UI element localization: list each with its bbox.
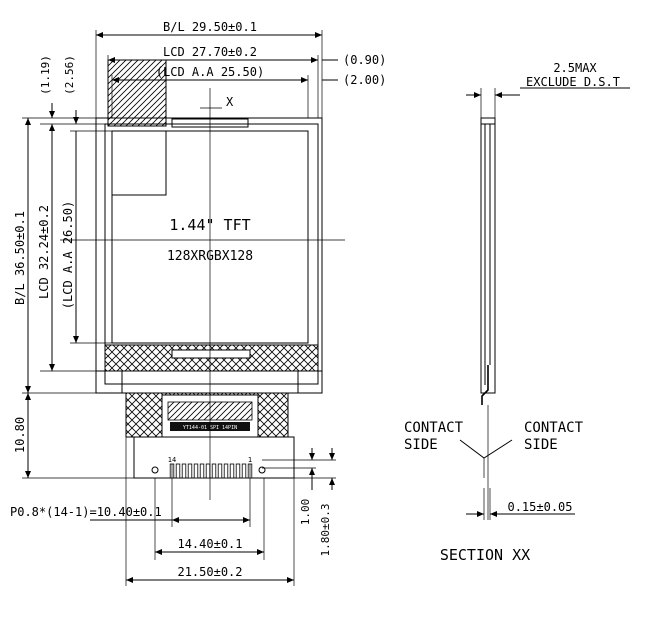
fpc-pin bbox=[211, 463, 217, 479]
tail-neck bbox=[121, 371, 299, 393]
contact-left-line2: SIDE bbox=[404, 437, 438, 453]
fpc-pin bbox=[181, 463, 187, 479]
top-dimensions: B/L 29.50±0.1 LCD 27.70±0.2 (0.90) (LCD … bbox=[95, 20, 386, 118]
dim-offset-090: (0.90) bbox=[343, 53, 386, 67]
dim-lcd-height: LCD 32.24±0.2 bbox=[37, 205, 51, 299]
pin-label-1: 1 bbox=[248, 456, 252, 464]
lcd-outline bbox=[104, 123, 319, 385]
display-resolution: 128XRGBX128 bbox=[167, 249, 253, 264]
alignment-hole-right bbox=[258, 466, 266, 474]
pad-dimensions: 1.00 1.80±0.3 bbox=[262, 448, 336, 556]
display-title: 1.44" TFT bbox=[169, 216, 250, 234]
fpc-pin bbox=[241, 463, 247, 479]
pin-label-14: 14 bbox=[168, 456, 176, 464]
corner-box bbox=[111, 130, 167, 196]
side-fpc-bend bbox=[481, 365, 489, 405]
dim-thickness: 2.5MAX bbox=[553, 61, 597, 75]
alignment-hole-left bbox=[151, 466, 159, 474]
contact-right-line1: CONTACT bbox=[524, 420, 584, 436]
dim-pad-1: 1.00 bbox=[299, 499, 312, 526]
dim-offset-256: (2.56) bbox=[63, 55, 76, 95]
fpc-pin bbox=[229, 463, 235, 479]
side-body-outer bbox=[480, 117, 496, 394]
front-view: YT144-01 SPI 14PIN 14 1 X 1.44" TFT 128X… bbox=[60, 59, 345, 500]
dim-thickness-note: EXCLUDE D.S.T bbox=[526, 75, 620, 89]
dim-offset-119: (1.19) bbox=[39, 55, 52, 95]
dim-pad-2: 1.80±0.3 bbox=[319, 504, 332, 557]
fpc-pins bbox=[169, 463, 253, 479]
left-dimensions: (1.19) (2.56) B/L 36.50±0.1 LCD 32.24±0.… bbox=[13, 55, 134, 479]
fpc-pin bbox=[187, 463, 193, 479]
dim-bl-width: B/L 29.50±0.1 bbox=[163, 20, 257, 34]
dim-lcd-aa-width: (LCD A.A 25.50) bbox=[156, 65, 264, 79]
dim-bl-height: B/L 36.50±0.1 bbox=[13, 211, 27, 305]
fpc-pin bbox=[175, 463, 181, 479]
section-caption: SECTION XX bbox=[440, 546, 530, 564]
fpc-pin bbox=[199, 463, 205, 479]
dim-width-1440: 14.40±0.1 bbox=[177, 537, 242, 551]
fpc-pin bbox=[193, 463, 199, 479]
bottom-ic-window bbox=[171, 349, 251, 359]
dim-lcd-aa-height: (LCD A.A 26.50) bbox=[61, 201, 75, 309]
polarizer-tab-hatch bbox=[107, 59, 167, 127]
bottom-dimensions: P0.8*(14-1)=10.40±0.1 14.40±0.1 21.50±0.… bbox=[10, 437, 295, 586]
contact-left-line1: CONTACT bbox=[404, 420, 464, 436]
bottom-step bbox=[95, 370, 323, 393]
section-marker-x: X bbox=[226, 95, 234, 109]
dim-tail-height: 10.80 bbox=[13, 417, 27, 453]
fpc-pin bbox=[217, 463, 223, 479]
fpc-pin bbox=[223, 463, 229, 479]
fpc-pin bbox=[235, 463, 241, 479]
dim-pitch: P0.8*(14-1)=10.40±0.1 bbox=[10, 505, 162, 519]
contact-right-line2: SIDE bbox=[524, 437, 558, 453]
dim-lcd-width: LCD 27.70±0.2 bbox=[163, 45, 257, 59]
side-view: 2.5MAX EXCLUDE D.S.T CONTACT SIDE CONTAC… bbox=[404, 61, 630, 564]
fpc-pin bbox=[205, 463, 211, 479]
dim-tail-thickness: 0.15±0.05 bbox=[507, 500, 572, 514]
dim-width-2150: 21.50±0.2 bbox=[177, 565, 242, 579]
contact-side-leader bbox=[459, 439, 513, 459]
dim-offset-200: (2.00) bbox=[343, 73, 386, 87]
